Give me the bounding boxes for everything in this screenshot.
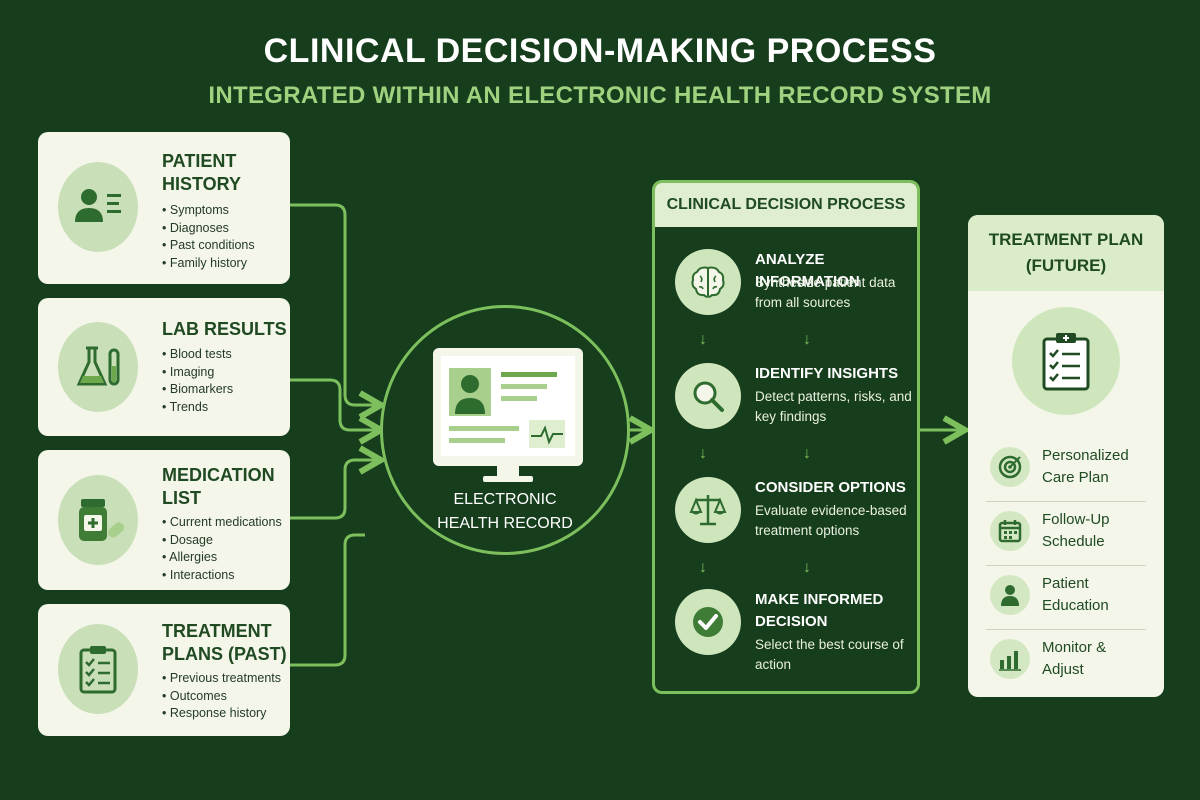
down-arrow-icon: ↓ (803, 445, 811, 462)
connector-medication-list (290, 460, 378, 520)
card-list: Blood tests Imaging Biomarkers Trends (162, 346, 233, 416)
medication-bottle-icon (58, 475, 138, 565)
card-title: MEDICATION LIST (162, 465, 275, 508)
ehr-label: ELECTRONIC HEALTH RECORD (383, 488, 627, 536)
list-item: Trends (162, 399, 233, 417)
list-item: Dosage (162, 532, 282, 550)
future-item-label: Monitor & Adjust (1042, 639, 1107, 678)
list-item: Current medications (162, 514, 282, 532)
lab-flask-icon (58, 322, 138, 412)
divider (986, 501, 1146, 502)
down-arrow-icon: ↓ (699, 331, 707, 348)
card-title: LAB RESULTS (162, 319, 287, 339)
step-title: MAKE INFORMED DECISION (755, 591, 884, 630)
clipboard-plus-icon (1012, 307, 1120, 415)
future-item-label: Follow-Up Schedule (1042, 511, 1110, 550)
card-title: PATIENT HISTORY (162, 151, 242, 194)
list-item: Allergies (162, 549, 282, 567)
future-item-education: Patient Education (986, 565, 1146, 625)
future-item-follow-up: Follow-Up Schedule (986, 501, 1146, 561)
patient-profile-icon (58, 162, 138, 252)
card-title: TREATMENT PLANS (PAST) (162, 621, 287, 664)
process-title: CLINICAL DECISION PROCESS (655, 183, 917, 227)
down-arrow-icon: ↓ (699, 445, 707, 462)
treatment-plans-past-card: TREATMENT PLANS (PAST) Previous treatmen… (38, 604, 290, 736)
down-arrow-icon: ↓ (803, 559, 811, 576)
connector-treatment-plans (290, 533, 365, 667)
ehr-label-line1: ELECTRONIC (453, 491, 557, 508)
magnifier-icon (675, 363, 741, 429)
list-item: Diagnoses (162, 220, 255, 238)
list-item: Family history (162, 255, 255, 273)
connector-lab-results (290, 378, 378, 430)
step-title: ANALYZE INFORMATION (755, 251, 860, 290)
list-item: Biomarkers (162, 381, 233, 399)
step-description: Select the best course of action (755, 637, 904, 672)
ehr-label-line2: HEALTH RECORD (437, 515, 573, 532)
list-item: Interactions (162, 567, 282, 585)
card-list: Previous treatments Outcomes Response hi… (162, 670, 281, 723)
future-item-label: Personalized Care Plan (1042, 447, 1129, 486)
future-title-line2: (FUTURE) (1025, 256, 1107, 275)
brain-icon (675, 249, 741, 315)
step-title: CONSIDER OPTIONS (755, 479, 906, 496)
patient-history-card: PATIENT HISTORY Symptoms Diagnoses Past … (38, 132, 290, 284)
step-description: Synthesize patient data from all sources (755, 275, 896, 310)
future-title: TREATMENT PLAN (FUTURE) (968, 215, 1164, 291)
future-item-label: Patient Education (1042, 575, 1109, 614)
clinical-decision-process-panel: CLINICAL DECISION PROCESS ANALYZE INFORM… (652, 180, 920, 694)
future-item-monitor: Monitor & Adjust (986, 629, 1146, 689)
list-item: Response history (162, 705, 281, 723)
list-item: Blood tests (162, 346, 233, 364)
down-arrow-icon: ↓ (699, 559, 707, 576)
list-item: Past conditions (162, 237, 255, 255)
treatment-plan-future-panel: TREATMENT PLAN (FUTURE) Personalized Car… (968, 215, 1164, 697)
target-icon (990, 447, 1030, 487)
page-title: CLINICAL DECISION-MAKING PROCESS (263, 32, 937, 70)
list-item: Imaging (162, 364, 233, 382)
step-title: IDENTIFY INSIGHTS (755, 365, 899, 382)
lab-results-card: LAB RESULTS Blood tests Imaging Biomarke… (38, 298, 290, 436)
divider (986, 629, 1146, 630)
electronic-health-record-node: ELECTRONIC HEALTH RECORD (380, 305, 630, 555)
divider (986, 565, 1146, 566)
page-subtitle: INTEGRATED WITHIN AN ELECTRONIC HEALTH R… (208, 82, 992, 109)
card-list: Current medications Dosage Allergies Int… (162, 514, 282, 584)
card-list: Symptoms Diagnoses Past conditions Famil… (162, 202, 255, 272)
list-item: Outcomes (162, 688, 281, 706)
person-icon (990, 575, 1030, 615)
future-item-care-plan: Personalized Care Plan (986, 437, 1146, 497)
step-description: Evaluate evidence-based treatment option… (755, 503, 907, 538)
future-title-line1: TREATMENT PLAN (988, 230, 1144, 249)
medication-list-card: MEDICATION LIST Current medications Dosa… (38, 450, 290, 590)
checkmark-icon (675, 589, 741, 655)
calendar-icon (990, 511, 1030, 551)
clipboard-checklist-icon (58, 624, 138, 714)
connector-patient-history (290, 203, 378, 405)
list-item: Symptoms (162, 202, 255, 220)
bar-chart-icon (990, 639, 1030, 679)
monitor-record-icon (433, 348, 583, 482)
down-arrow-icon: ↓ (803, 331, 811, 348)
step-description: Detect patterns, risks, and key findings (755, 389, 912, 424)
list-item: Previous treatments (162, 670, 281, 688)
scales-icon (675, 477, 741, 543)
